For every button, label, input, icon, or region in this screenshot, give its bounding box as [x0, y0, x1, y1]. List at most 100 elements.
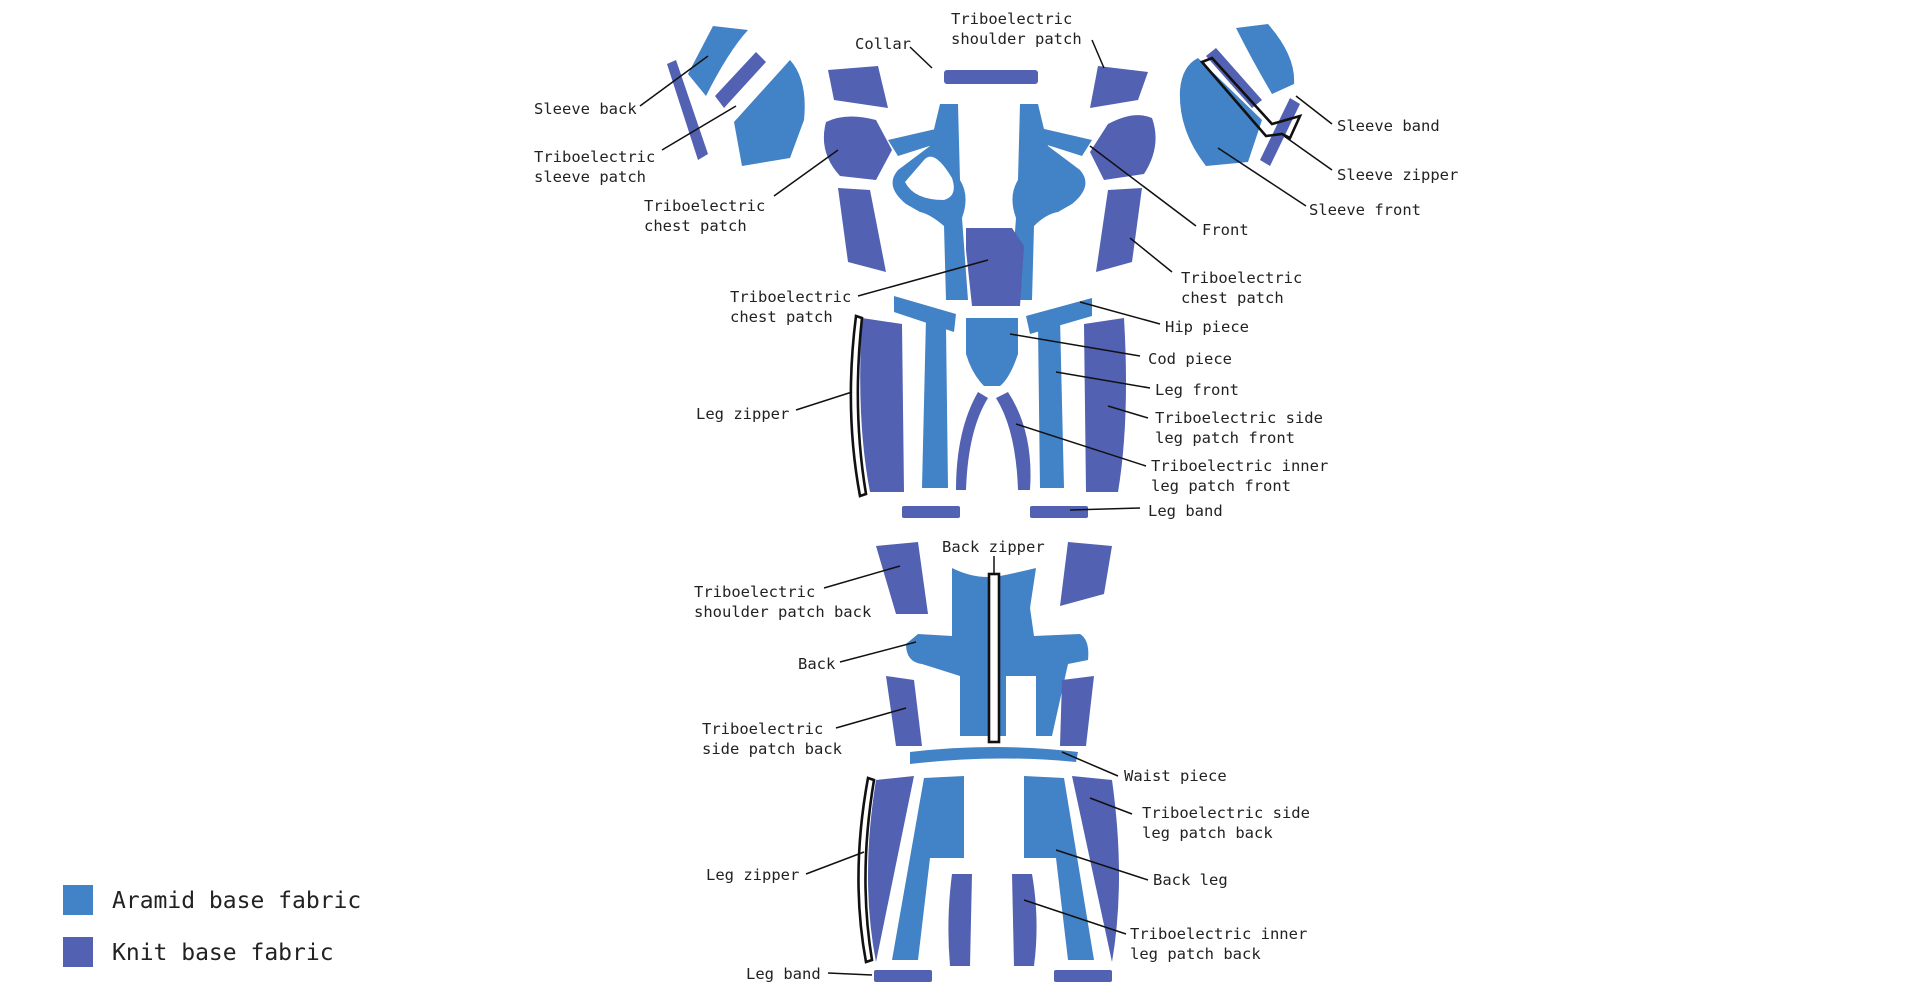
leg-band-back-right [1054, 970, 1112, 982]
label-back-zipper: Back zipper [942, 538, 1045, 556]
front-panel-right [1010, 104, 1086, 300]
leader-sleeve-band [1295, 95, 1333, 125]
collar-piece [944, 70, 1038, 84]
tribo-side-leg-front-right [1084, 318, 1126, 492]
label-tribo-inner-back-1: Triboelectric inner [1130, 925, 1307, 943]
leader-tribo-shoulder [1091, 39, 1105, 69]
label-tribo-sleeve-1: Triboelectric [534, 148, 655, 166]
leg-zipper-back [857, 776, 876, 964]
leg-band-front-left [902, 506, 960, 518]
leader-tribo-inner-back [1023, 899, 1127, 935]
tribo-side-leg-back-left [868, 776, 914, 962]
label-tribo-side-leg-back-2: leg patch back [1142, 824, 1273, 842]
tribo-chest-patch-center [966, 228, 1024, 306]
leader-tribo-chest-left [773, 149, 839, 197]
tribo-inner-leg-front-left [956, 392, 988, 490]
label-tribo-chest-right-1: Triboelectric [1181, 269, 1302, 287]
cod-piece [966, 318, 1018, 386]
leader-back-leg [1055, 849, 1149, 881]
tribo-sleeve-patch-left [715, 52, 766, 108]
label-sleeve-band: Sleeve band [1337, 117, 1440, 135]
tribo-chest-patch-right-top [1090, 115, 1156, 180]
sleeve-back-right [1236, 24, 1295, 94]
tribo-shoulder-patch-left [828, 66, 888, 108]
tribo-shoulder-patch-back-left [876, 542, 928, 614]
leader-tribo-chest-right [1129, 237, 1173, 273]
leader-waist-piece [1061, 751, 1119, 777]
leader-leg-band-back [827, 972, 873, 976]
label-waist-piece: Waist piece [1124, 767, 1227, 785]
leader-tribo-inner-front [1015, 423, 1147, 467]
label-tribo-side-front-1: Triboelectric side [1155, 409, 1323, 427]
back-leg-left [892, 776, 964, 960]
label-tribo-shoulder-1: Triboelectric [951, 10, 1072, 28]
tribo-inner-leg-front-right [996, 392, 1031, 490]
label-tribo-side-back-1: Triboelectric [702, 720, 823, 738]
label-back: Back [798, 655, 836, 673]
label-front: Front [1202, 221, 1249, 239]
label-tribo-chest-right-2: chest patch [1181, 289, 1284, 307]
leader-tribo-side-front [1107, 405, 1149, 419]
label-leg-band-back: Leg band [746, 965, 821, 983]
label-leg-zipper-front: Leg zipper [696, 405, 789, 423]
tribo-chest-side-right [1096, 188, 1142, 272]
label-sleeve-back: Sleeve back [534, 100, 637, 118]
label-tribo-inner-front-1: Triboelectric inner [1151, 457, 1328, 475]
tribo-shoulder-patch-right [1090, 66, 1148, 108]
label-back-leg: Back leg [1153, 871, 1228, 889]
back-zipper [987, 572, 1001, 744]
front-shoulder-right [1038, 128, 1092, 156]
front-shoulder-left [888, 128, 942, 156]
tribo-inner-leg-back-left [948, 874, 972, 966]
tribo-shoulder-patch-back-right [1060, 542, 1112, 606]
label-tribo-shoulder-back-2: shoulder patch back [694, 603, 872, 621]
label-leg-front: Leg front [1155, 381, 1239, 399]
leader-sleeve-back [639, 55, 709, 107]
leg-band-front-right [1030, 506, 1088, 518]
leader-leg-zipper-front [795, 391, 853, 411]
label-tribo-shoulder-back-1: Triboelectric [694, 583, 815, 601]
leader-tribo-sleeve [661, 105, 737, 151]
leader-hip-piece [1079, 301, 1161, 325]
leg-front-left [922, 318, 948, 488]
label-sleeve-front: Sleeve front [1309, 201, 1421, 219]
label-tribo-chest-left-1: Triboelectric [644, 197, 765, 215]
tribo-side-patch-back-right [1060, 676, 1094, 746]
tribo-side-patch-back-left [886, 676, 922, 746]
label-hip-piece: Hip piece [1165, 318, 1249, 336]
sleeve-back-left [688, 26, 748, 96]
label-tribo-chest-center-2: chest patch [730, 308, 833, 326]
leader-leg-front [1055, 371, 1151, 389]
leader-cod-piece [1009, 333, 1141, 357]
back-leg-right [1024, 776, 1094, 960]
leg-zipper-front [849, 314, 868, 498]
label-tribo-side-back-2: side patch back [702, 740, 843, 758]
legend-swatch-aramid [63, 885, 93, 915]
leg-band-back-left [874, 970, 932, 982]
label-tribo-inner-back-2: leg patch back [1130, 945, 1261, 963]
leg-front-right [1038, 318, 1064, 488]
leader-sleeve-zipper [1283, 135, 1333, 171]
tribo-side-leg-front-left [860, 318, 904, 492]
label-tribo-chest-center-1: Triboelectric [730, 288, 851, 306]
label-cod-piece: Cod piece [1148, 350, 1232, 368]
sleeve-band-right [1260, 98, 1300, 166]
tribo-chest-side-left [838, 188, 886, 272]
sleeve-zipper [1199, 56, 1303, 140]
leader-tribo-chest-center [857, 259, 989, 297]
sleeve-front-left [734, 60, 805, 166]
leader-leg-band-front [1069, 507, 1141, 511]
tribo-sleeve-patch-right [1206, 48, 1262, 108]
waist-piece [910, 747, 1078, 764]
tribo-chest-patch-left-top [823, 116, 892, 180]
hip-piece-left [894, 296, 956, 332]
leader-collar [909, 46, 933, 69]
label-leg-zipper-back: Leg zipper [706, 866, 799, 884]
label-collar: Collar [855, 35, 911, 53]
label-tribo-chest-left-2: chest patch [644, 217, 747, 235]
leader-tribo-shoulder-back [823, 565, 901, 589]
tribo-side-leg-back-right [1072, 776, 1119, 962]
label-tribo-side-leg-back-1: Triboelectric side [1142, 804, 1310, 822]
leader-back [839, 641, 917, 663]
